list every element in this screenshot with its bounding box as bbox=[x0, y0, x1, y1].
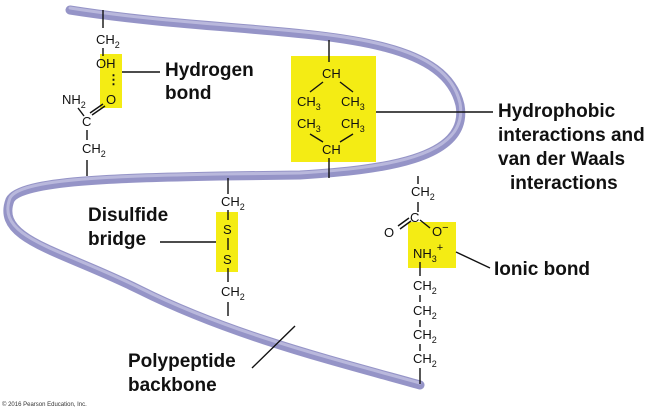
carboxyl-carbon: C bbox=[410, 210, 419, 225]
hydrophobic-highlight bbox=[291, 56, 376, 162]
ch2-lys-4: CH2 bbox=[413, 351, 437, 369]
nh3-plus: NH3+ bbox=[413, 242, 443, 264]
hydrogen-bond-highlight bbox=[100, 54, 122, 108]
backbone-label-1: Polypeptide bbox=[128, 351, 236, 372]
sulfur-2: S bbox=[223, 252, 232, 267]
backbone-leader bbox=[251, 325, 296, 369]
copyright-text: © 2016 Pearson Education, Inc. bbox=[2, 401, 87, 408]
ch3-upper-left: CH3 bbox=[297, 94, 321, 112]
backbone-label-2: backbone bbox=[128, 375, 217, 396]
ch2-lys-1: CH2 bbox=[413, 278, 437, 296]
hydrogen-bond-dots: ⋮ bbox=[107, 72, 120, 87]
hydrophobic-label-3: van der Waals bbox=[498, 149, 625, 170]
carboxylate-o-minus: O− bbox=[432, 222, 449, 239]
ch2-disulfide-top: CH2 bbox=[221, 194, 245, 212]
ch2-top: CH2 bbox=[96, 32, 120, 50]
ch2-lys-2: CH2 bbox=[413, 303, 437, 321]
ch3-lower-left: CH3 bbox=[297, 116, 321, 134]
hydrophobic-label-2: interactions and bbox=[498, 125, 645, 146]
ch2-disulfide-bottom: CH2 bbox=[221, 284, 245, 302]
disulfide-label-2: bridge bbox=[88, 229, 146, 250]
nh2-group: NH2 bbox=[62, 92, 86, 110]
ionic-bond-structure: CH2 C O O− NH3+ CH2 CH2 CH2 CH2 bbox=[384, 176, 491, 384]
ch2-lower: CH2 bbox=[82, 141, 106, 159]
carboxyl-o: O bbox=[384, 225, 394, 240]
hydrophobic-structure: CH CH3 CH3 CH3 CH3 CH bbox=[291, 40, 493, 178]
oh-group: OH bbox=[96, 56, 116, 71]
hydrogen-bond-label-1: Hydrogen bbox=[165, 60, 254, 81]
ch-upper: CH bbox=[322, 66, 341, 81]
disulfide-bridge-structure: CH2 S S CH2 bbox=[160, 178, 245, 316]
sulfur-1: S bbox=[223, 222, 232, 237]
ionic-highlight bbox=[408, 222, 456, 268]
ch3-lower-right: CH3 bbox=[341, 116, 365, 134]
hydrophobic-label-1: Hydrophobic bbox=[498, 101, 616, 122]
ionic-leader bbox=[455, 251, 491, 269]
carbonyl-o: O bbox=[106, 92, 116, 107]
ch-lower: CH bbox=[322, 142, 341, 157]
ionic-bond-label: Ionic bond bbox=[494, 259, 590, 280]
ch3-upper-right: CH3 bbox=[341, 94, 365, 112]
ch2-ionic-top: CH2 bbox=[411, 184, 435, 202]
disulfide-highlight bbox=[216, 212, 238, 272]
hydrophobic-label-4: interactions bbox=[510, 173, 618, 194]
disulfide-label-1: Disulfide bbox=[88, 205, 168, 226]
polypeptide-backbone-ribbon bbox=[3, 5, 466, 390]
hydrogen-bond-structure: CH2 OH ⋮ O NH2 C CH2 bbox=[62, 10, 160, 176]
amide-carbon: C bbox=[82, 114, 91, 129]
ch2-lys-3: CH2 bbox=[413, 327, 437, 345]
hydrogen-bond-label-2: bond bbox=[165, 83, 211, 104]
